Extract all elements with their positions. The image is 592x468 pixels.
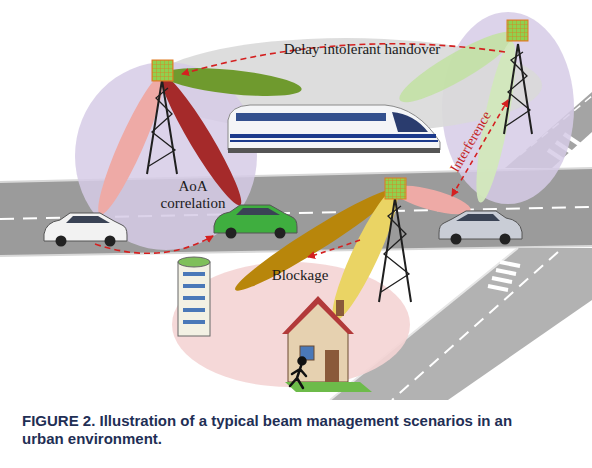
pedestrian bbox=[290, 358, 306, 389]
lawn bbox=[285, 382, 372, 392]
scene bbox=[0, 0, 592, 400]
train-stripe bbox=[230, 140, 438, 142]
crosswalk-stripe bbox=[496, 270, 516, 274]
region-label: Blockage bbox=[260, 267, 340, 284]
building-windows bbox=[183, 272, 205, 324]
car bbox=[439, 211, 522, 245]
crosswalk-stripe bbox=[488, 286, 508, 290]
antenna-panel bbox=[152, 60, 173, 81]
figure-caption: FIGURE 2. Illustration of a typical beam… bbox=[22, 412, 542, 448]
chimney bbox=[336, 300, 344, 316]
crosswalk-stripe bbox=[492, 278, 512, 282]
pedestrian-head bbox=[299, 358, 306, 365]
region-ellipse bbox=[75, 62, 257, 250]
building-roof bbox=[178, 257, 210, 267]
tower-brace bbox=[381, 206, 409, 292]
train-windows bbox=[236, 113, 386, 121]
crosswalk-stripe bbox=[500, 262, 520, 266]
region-label: AoA correlation bbox=[152, 178, 234, 212]
window-row bbox=[183, 308, 205, 312]
train-body bbox=[228, 105, 440, 150]
pedestrian-body bbox=[290, 366, 306, 388]
train-bogie bbox=[228, 148, 440, 153]
antenna-panel bbox=[507, 20, 528, 41]
blockage-arrow bbox=[308, 240, 360, 257]
lane-marking bbox=[392, 252, 558, 400]
tall-building bbox=[178, 262, 210, 336]
region-ellipse bbox=[172, 262, 410, 387]
window-row bbox=[183, 272, 205, 276]
window-row bbox=[183, 296, 205, 300]
window-row bbox=[183, 284, 205, 288]
house-door bbox=[325, 350, 339, 382]
window-row bbox=[183, 320, 205, 324]
region-label: Delay intolerant handover bbox=[242, 41, 482, 58]
train-stripe bbox=[230, 134, 436, 138]
antenna-panel bbox=[385, 178, 406, 199]
